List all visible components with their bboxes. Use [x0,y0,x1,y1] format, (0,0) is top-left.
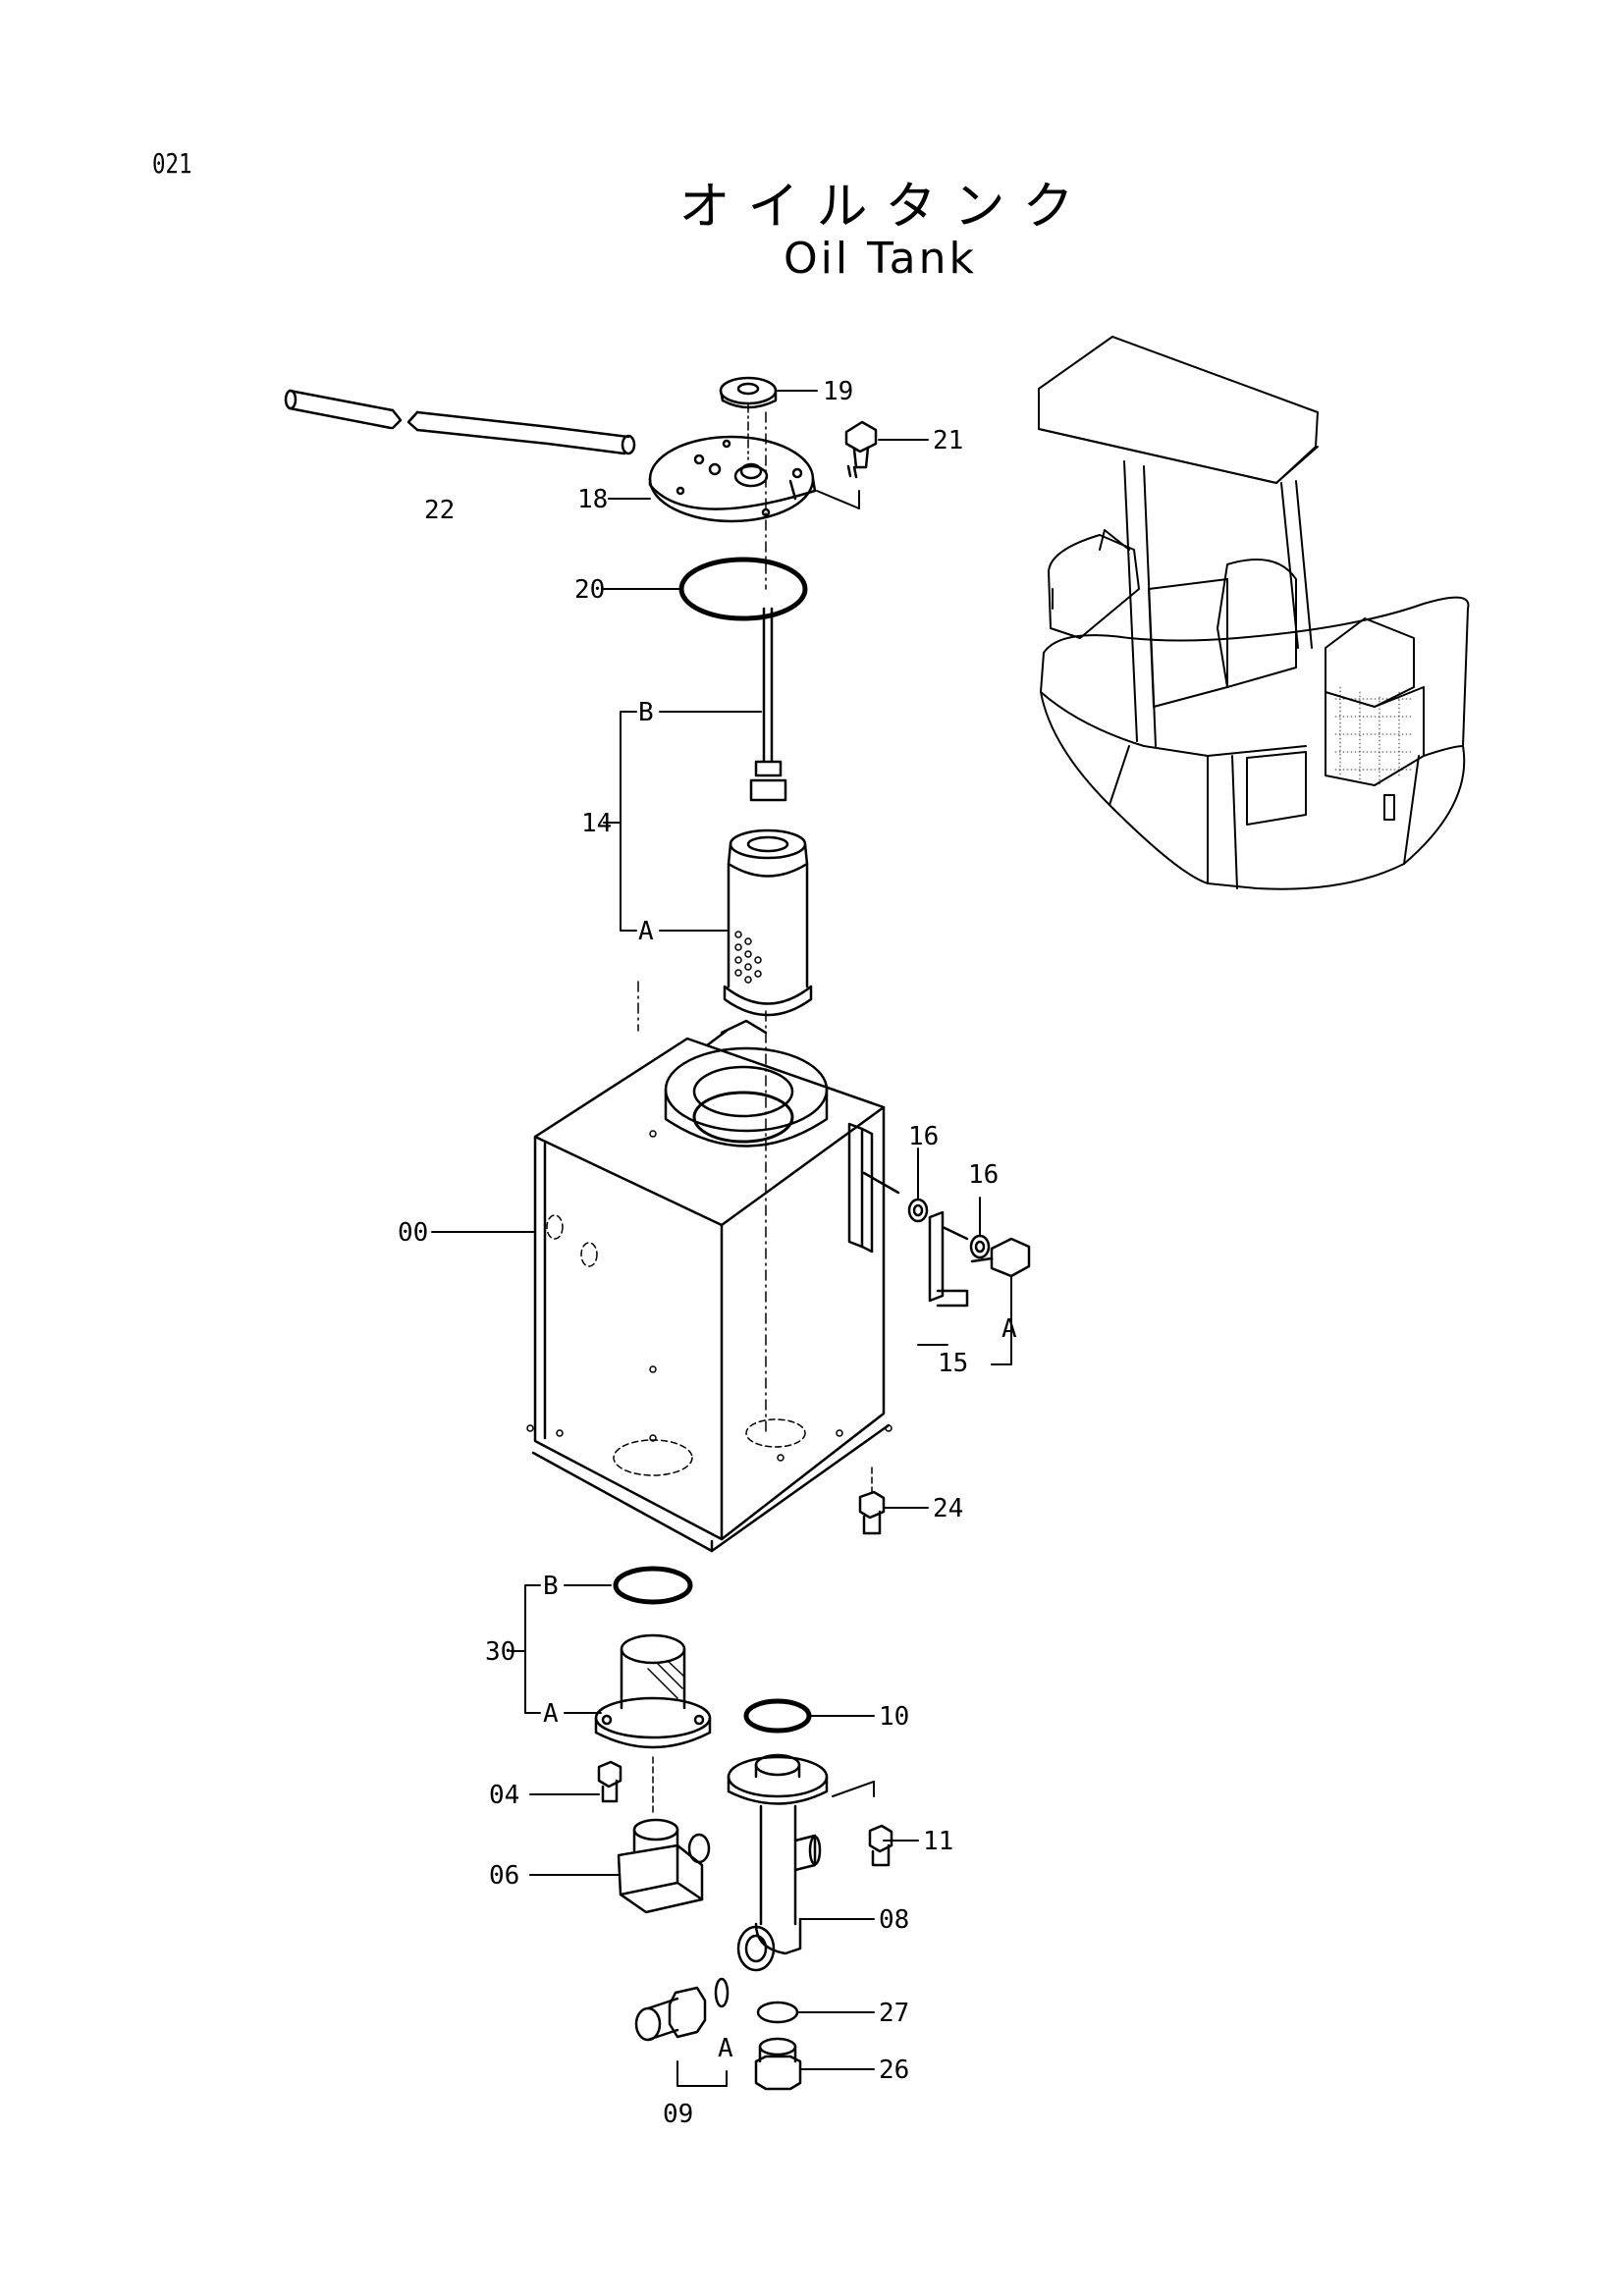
sublabel-b30: B [543,1572,559,1601]
o-ring-10 [743,1698,812,1734]
bolt-21 [816,420,878,509]
elbow-06 [617,1818,711,1914]
callout-15: 15 [938,1349,968,1378]
callout-19: 19 [823,377,853,406]
o-ring-20 [678,557,808,621]
callout-27: 27 [879,1999,909,2028]
cover-plate-18 [648,435,817,523]
washer-16 [907,1198,991,1259]
callout-labels: 19 21 22 18 20 14 16 16 00 15 24 30 10 0… [398,377,1017,2129]
sublabel-a14: A [638,917,654,946]
fitting-09 [634,1977,730,2087]
plug-26 [754,2037,802,2091]
callout-16b: 16 [968,1160,999,1190]
callout-16a: 16 [908,1122,939,1151]
page-title-japanese: オイルタンク [678,178,1092,237]
sublabel-a09: A [718,2034,733,2063]
bracket-14 [603,711,762,932]
level-gauge-15 [847,1122,1031,1365]
callout-08: 08 [879,1905,909,1935]
filter-element-14 [723,607,813,1017]
tank-body-00 [526,1019,893,1553]
callout-11: 11 [923,1827,953,1856]
callout-18: 18 [577,485,608,514]
callout-22: 22 [424,496,455,525]
page-number: 021 [152,147,192,180]
page-title-english: Oil Tank [784,234,977,284]
leader-lines [431,390,981,2070]
callout-20: 20 [574,575,605,605]
callout-10: 10 [879,1702,909,1732]
hose-22 [284,389,636,455]
callout-30: 30 [485,1637,515,1667]
sublabel-b14: B [638,698,654,727]
bolt-04 [597,1760,622,1803]
cap-19 [719,376,778,460]
bolt-24 [858,1467,886,1535]
strainer-30 [594,1566,712,1817]
callout-21: 21 [933,426,963,455]
callout-04: 04 [489,1781,519,1810]
o-ring-27 [756,2001,799,2024]
callout-00: 00 [398,1218,428,1248]
pipe-08 [727,1753,875,1972]
callout-24: 24 [933,1494,963,1523]
callout-26: 26 [879,2056,909,2085]
callout-09: 09 [663,2100,693,2129]
sublabel-a30: A [543,1699,559,1729]
sublabel-a15: A [1001,1314,1017,1344]
machine-overview-inset [1038,336,1470,890]
bolt-11 [868,1824,893,1867]
bracket-30 [510,1584,612,1714]
callout-14: 14 [581,809,612,838]
callout-06: 06 [489,1861,519,1891]
